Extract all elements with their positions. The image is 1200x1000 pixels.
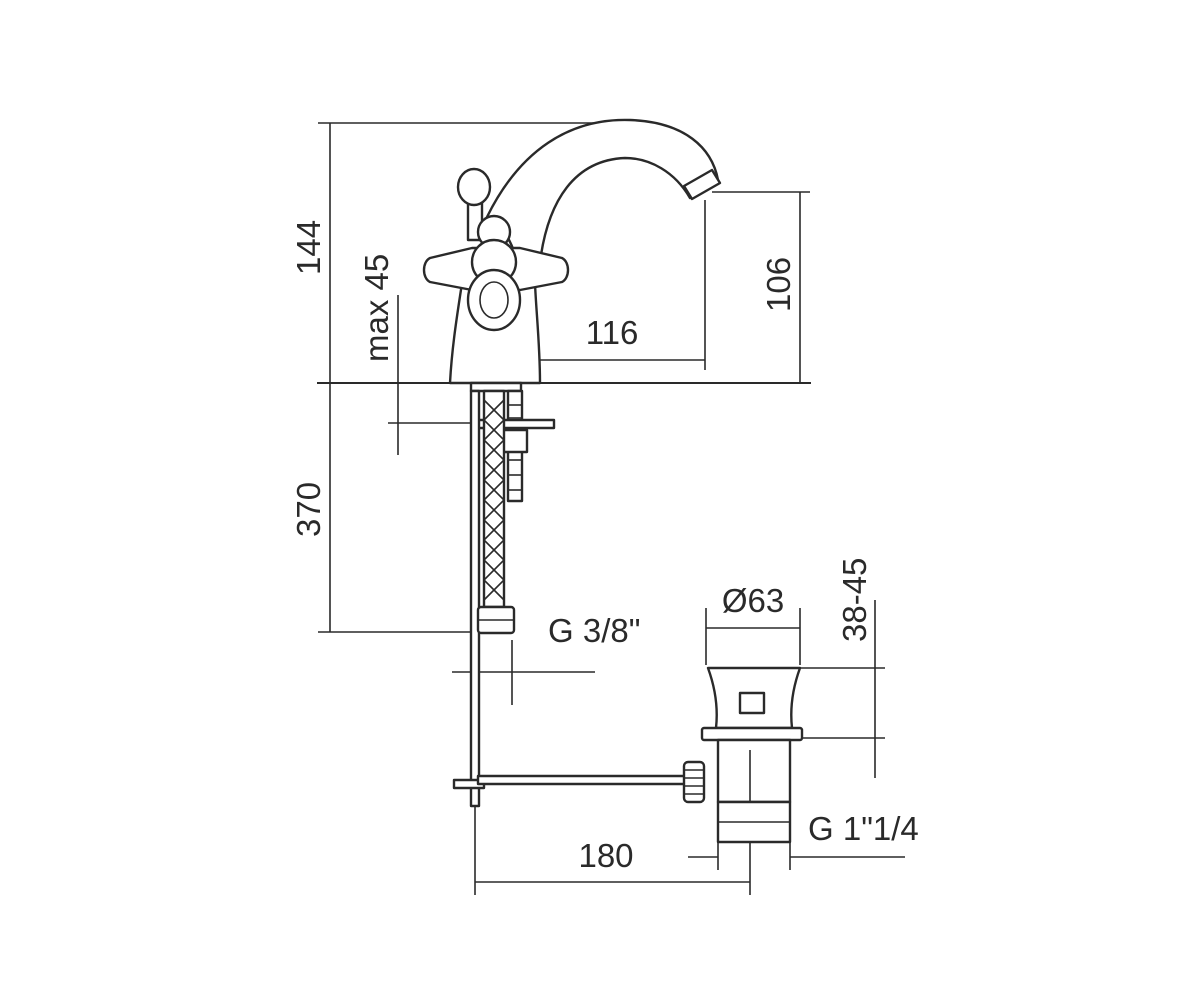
label-waste-thread: G 1"1/4 xyxy=(808,810,919,847)
label-max-deck: max 45 xyxy=(358,254,395,362)
under-deck-parts xyxy=(452,381,706,808)
pull-rod xyxy=(469,389,481,808)
label-spout-height: 106 xyxy=(760,257,797,312)
label-total-height: 144 xyxy=(290,220,327,275)
waste-assembly xyxy=(700,666,804,844)
label-inlet-thread: G 3/8" xyxy=(548,612,640,649)
handle-ring xyxy=(466,268,522,332)
spout-aerator xyxy=(682,168,722,201)
waste-plug-square xyxy=(738,691,766,715)
fixing-nut xyxy=(501,428,529,454)
waste-body xyxy=(716,738,792,804)
waste-flange xyxy=(700,726,804,742)
faucet-body xyxy=(422,118,722,385)
label-spout-reach: 116 xyxy=(586,314,639,351)
lever-knob xyxy=(456,167,492,207)
faucet-spout xyxy=(485,118,720,264)
link-rod xyxy=(476,774,688,786)
label-hose-length: 370 xyxy=(290,482,327,537)
knurled-knob xyxy=(682,760,706,804)
label-waste-diameter: Ø63 xyxy=(722,582,784,619)
label-rod-length: 180 xyxy=(578,837,633,874)
dimension-labels: 144 max 45 116 106 370 G 3/8" Ø63 38-45 … xyxy=(290,220,919,874)
label-waste-adjust: 38-45 xyxy=(836,558,873,642)
